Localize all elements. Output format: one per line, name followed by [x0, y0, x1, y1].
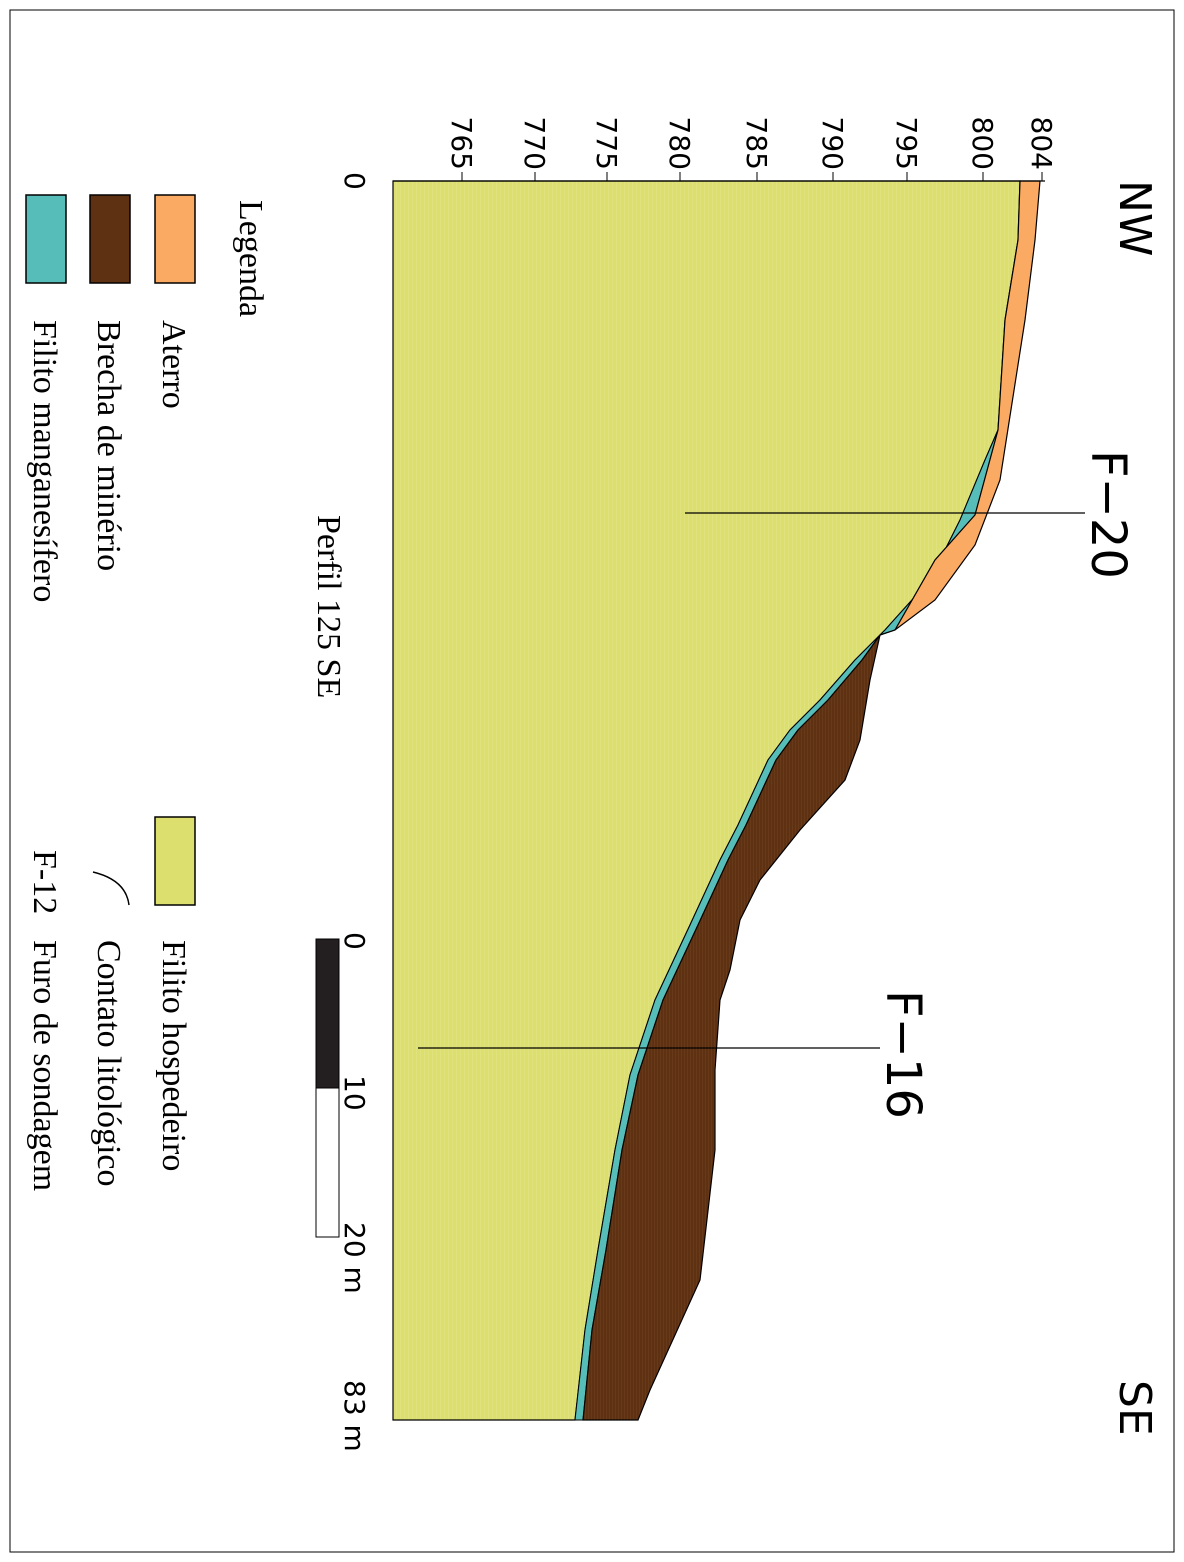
section-title: Perfil 125 SE: [310, 515, 347, 698]
drill-hole-f16-label: F−16: [875, 990, 931, 1119]
elev-tick-780: 780: [663, 117, 696, 170]
elev-tick-804: 804: [1025, 117, 1058, 170]
elev-tick-775: 775: [590, 117, 623, 170]
legend-label-filito-manganesifero: Filito manganesífero: [26, 320, 63, 602]
unit-aterro: [879, 180, 1041, 636]
scale-bar-label-10: 10: [338, 1075, 371, 1111]
orientation-nw: NW: [1109, 180, 1160, 256]
scale-bar: 0 10 20 m: [315, 932, 371, 1294]
elev-tick-790: 790: [816, 117, 849, 170]
legend-label-filito-hospedeiro: Filito hospedeiro: [155, 940, 192, 1171]
legend-label-contato: Contato litológico: [90, 940, 127, 1186]
elevation-axis: 765 770 775 780 785 790 795 800 804: [393, 117, 1058, 182]
elev-tick-770: 770: [518, 117, 551, 170]
scale-bar-label-0: 0: [338, 932, 371, 950]
elev-tick-765: 765: [445, 117, 478, 170]
elev-tick-785: 785: [740, 117, 773, 170]
legend-swatch-brecha: [89, 194, 131, 284]
drill-hole-f20-label: F−20: [1080, 450, 1136, 579]
contact-line-icon: [92, 871, 130, 906]
distance-end-label: 83 m: [338, 1380, 371, 1452]
scale-bar-label-20m: 20 m: [338, 1222, 371, 1294]
legend-swatch-aterro: [154, 194, 196, 284]
elev-tick-800: 800: [966, 117, 999, 170]
legend-swatch-filito-manganesifero: [25, 194, 67, 284]
orientation-se: SE: [1109, 1380, 1160, 1436]
legend: Legenda Aterro Brecha de minério Filito …: [25, 194, 269, 1191]
legend-swatch-filito-hospedeiro: [154, 816, 196, 906]
elev-tick-795: 795: [890, 117, 923, 170]
unit-brecha-de-minerio: [582, 634, 881, 1421]
legend-label-aterro: Aterro: [155, 320, 192, 409]
drill-hole-f16: F−16: [418, 990, 931, 1119]
drill-hole-f20: F−20: [685, 450, 1136, 579]
legend-title: Legenda: [232, 200, 269, 317]
legend-label-brecha: Brecha de minério: [90, 320, 127, 571]
legend-symbol-f12: F-12: [26, 850, 63, 914]
distance-start-label: 0: [338, 172, 371, 190]
legend-label-furo: Furo de sondagem: [26, 940, 63, 1191]
